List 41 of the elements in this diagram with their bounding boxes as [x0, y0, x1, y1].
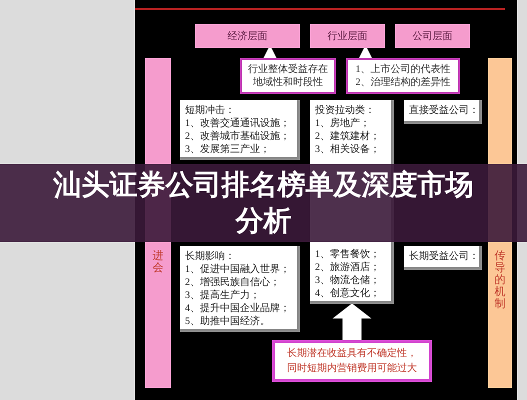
list-item: 3、提高生产力；	[185, 289, 261, 302]
box-heading: 长期受益公司：	[409, 250, 474, 263]
list-item: 3、发展第三产业；	[185, 143, 271, 156]
list-item: 4、创意文化；	[315, 287, 381, 300]
list-box	[180, 246, 300, 332]
list-item: 5、助推中国经济。	[185, 315, 271, 328]
list-item: 1、房地产；	[315, 117, 371, 130]
note-text: 长期潜在收益具有不确定性，同时短期内营销费用可能过大	[286, 346, 418, 376]
box-heading: 直接受益公司：	[409, 104, 474, 117]
list-box	[404, 100, 482, 124]
list-item: 2、旅游酒店；	[315, 261, 381, 274]
list-item: 2、改善城市基础设施；	[185, 130, 291, 143]
block-arrow	[332, 303, 372, 340]
box-heading: 短期冲击：	[185, 104, 236, 117]
note-box	[240, 58, 336, 94]
note-text: 1、上市公司的代表性	[354, 63, 452, 76]
list-item: 2、建筑建材；	[315, 130, 381, 143]
box-heading: 投资拉动类：	[315, 104, 376, 117]
list-item: 2、增强民族自信心；	[185, 276, 281, 289]
list-item: 3、物流仓储；	[315, 274, 381, 287]
note-box	[346, 58, 460, 94]
level-header-box	[310, 24, 385, 48]
title: 汕头证券公司排名榜单及深度市场分析	[52, 167, 474, 239]
box-heading: 经济层面	[228, 30, 268, 44]
level-header-box	[395, 24, 470, 48]
list-item: 4、提升中国企业品牌；	[185, 302, 291, 315]
vertical-label: 传导的机制	[494, 250, 506, 310]
vertical-label: 进会	[152, 250, 164, 274]
level-header-box	[195, 24, 300, 48]
note-text: 2、治理结构的差异性	[354, 76, 452, 89]
note-text: 行业整体受益存在地域性和时段性	[247, 63, 329, 89]
box-heading: 行业层面	[328, 30, 368, 44]
list-box	[404, 246, 482, 270]
box-heading: 长期影响：	[185, 250, 236, 263]
note-box	[272, 340, 432, 382]
box-heading: 公司层面	[412, 30, 452, 44]
list-item: 1、改善交通通讯设施；	[185, 117, 291, 130]
list-item: 3、相关设备；	[315, 143, 381, 156]
list-item: 1、促进中国融入世界；	[185, 263, 291, 276]
list-item: 1、零售餐饮；	[315, 248, 381, 261]
list-box	[180, 100, 300, 160]
